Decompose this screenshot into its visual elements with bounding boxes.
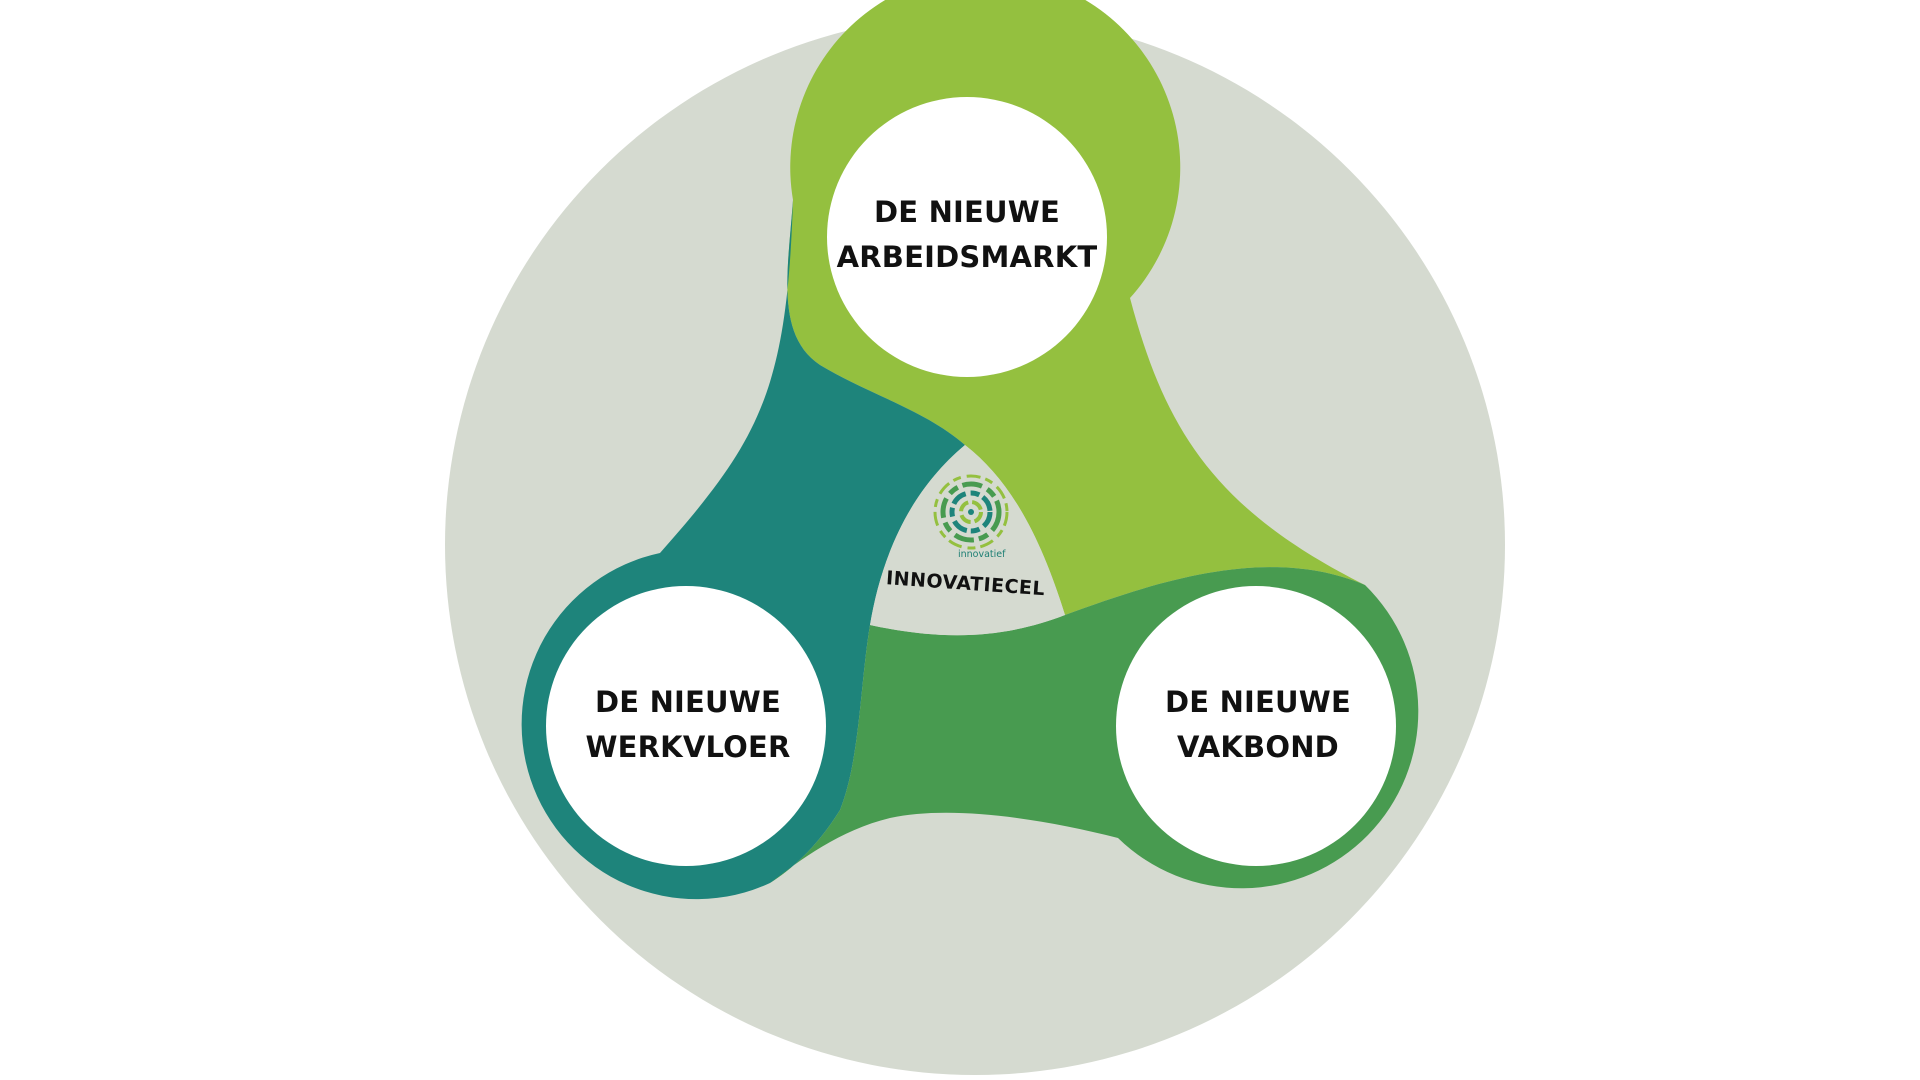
vakbond-label-line1: DE NIEUWE [1165, 685, 1351, 719]
werkvloer-node-circle [546, 586, 826, 866]
vakbond-node-circle [1116, 586, 1396, 866]
innovatief-logo-icon [933, 474, 1009, 550]
vakbond-label-line2: VAKBOND [1177, 730, 1339, 764]
arbeidsmarkt-label-line1: DE NIEUWE [874, 195, 1060, 229]
werkvloer-label-line1: DE NIEUWE [595, 685, 781, 719]
innovatief-logo-text: innovatief [958, 549, 1006, 560]
arbeidsmarkt-label-line2: ARBEIDSMARKT [837, 240, 1098, 274]
werkvloer-label-line2: WERKVLOER [585, 730, 790, 764]
arbeidsmarkt-node-circle [827, 97, 1107, 377]
